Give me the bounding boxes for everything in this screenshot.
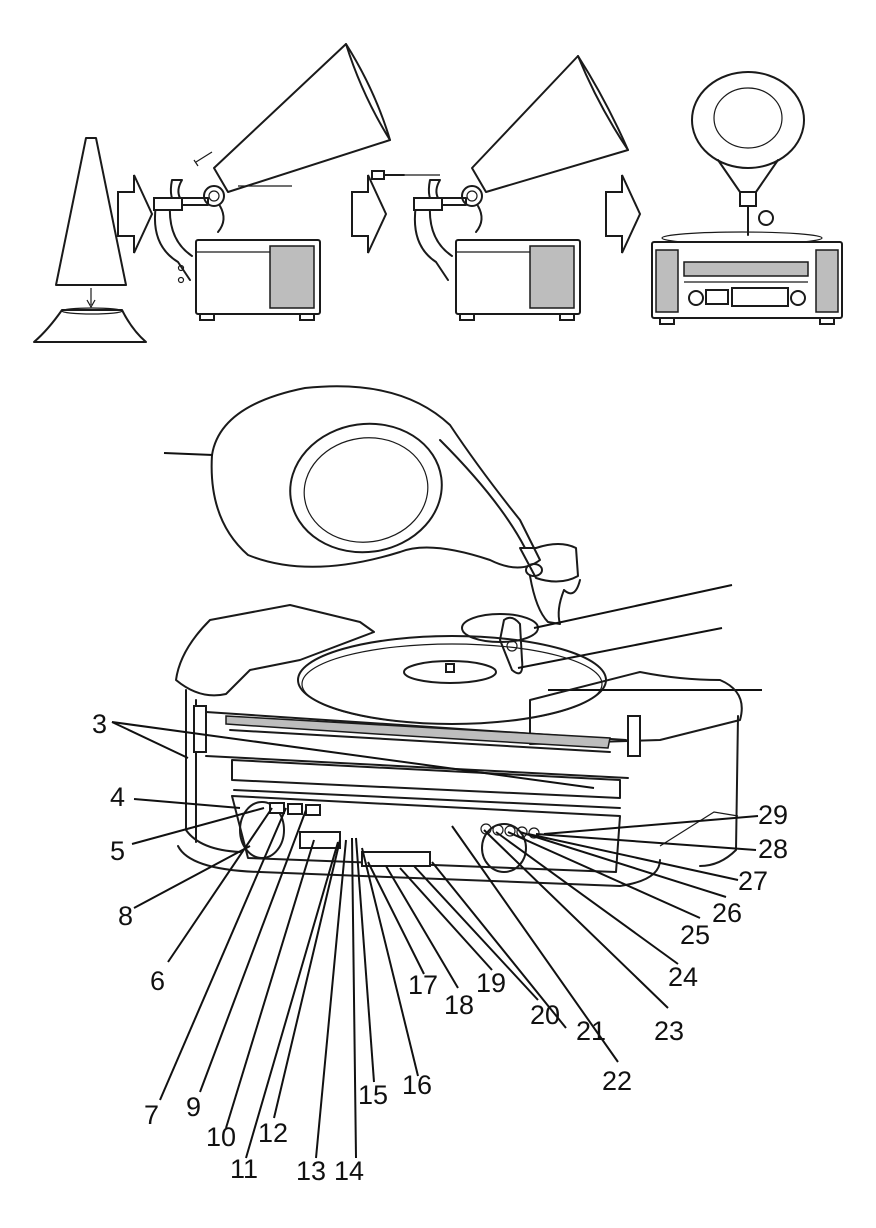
callout-16: 16 bbox=[402, 1070, 432, 1100]
callout-3: 3 bbox=[92, 709, 107, 739]
cabinet bbox=[176, 605, 742, 886]
callout-24: 24 bbox=[668, 962, 698, 992]
callout-13: 13 bbox=[296, 1156, 326, 1186]
callout-11: 11 bbox=[230, 1154, 258, 1184]
callout-14: 14 bbox=[334, 1156, 364, 1186]
step-1-horn-parts bbox=[34, 138, 146, 342]
step-arrow-3 bbox=[606, 175, 640, 253]
callout-29: 29 bbox=[758, 800, 788, 830]
callout-7: 7 bbox=[144, 1100, 159, 1130]
callout-23: 23 bbox=[654, 1016, 684, 1046]
step-2-attach-horn bbox=[154, 44, 390, 320]
callout-22: 22 bbox=[602, 1066, 632, 1096]
callout-5: 5 bbox=[110, 836, 125, 866]
callout-10: 10 bbox=[206, 1122, 236, 1152]
callout-18: 18 bbox=[444, 990, 474, 1020]
callout-19: 19 bbox=[476, 968, 506, 998]
step-arrow-1 bbox=[118, 175, 152, 253]
callout-15: 15 bbox=[358, 1080, 388, 1110]
callout-12: 12 bbox=[258, 1118, 288, 1148]
callout-21: 21 bbox=[576, 1016, 606, 1046]
main-gramophone-view: 3 4 5 6 7 8 9 10 11 12 13 14 15 16 17 18… bbox=[92, 386, 788, 1186]
callout-28: 28 bbox=[758, 834, 788, 864]
callout-9: 9 bbox=[186, 1092, 201, 1122]
step-4-complete-front bbox=[652, 72, 842, 324]
callout-8: 8 bbox=[118, 901, 133, 931]
callout-4: 4 bbox=[110, 782, 125, 812]
step-arrow-2 bbox=[352, 175, 386, 253]
callout-25: 25 bbox=[680, 920, 710, 950]
step-3-screw-fix bbox=[372, 56, 628, 320]
callout-6: 6 bbox=[150, 966, 165, 996]
callout-27: 27 bbox=[738, 866, 768, 896]
callout-leaders bbox=[112, 722, 758, 1158]
horn bbox=[164, 386, 580, 624]
tonearm bbox=[462, 585, 732, 673]
callout-26: 26 bbox=[712, 898, 742, 928]
callout-20: 20 bbox=[530, 1000, 560, 1030]
assembly-sequence bbox=[34, 44, 842, 342]
callout-17: 17 bbox=[408, 970, 438, 1000]
